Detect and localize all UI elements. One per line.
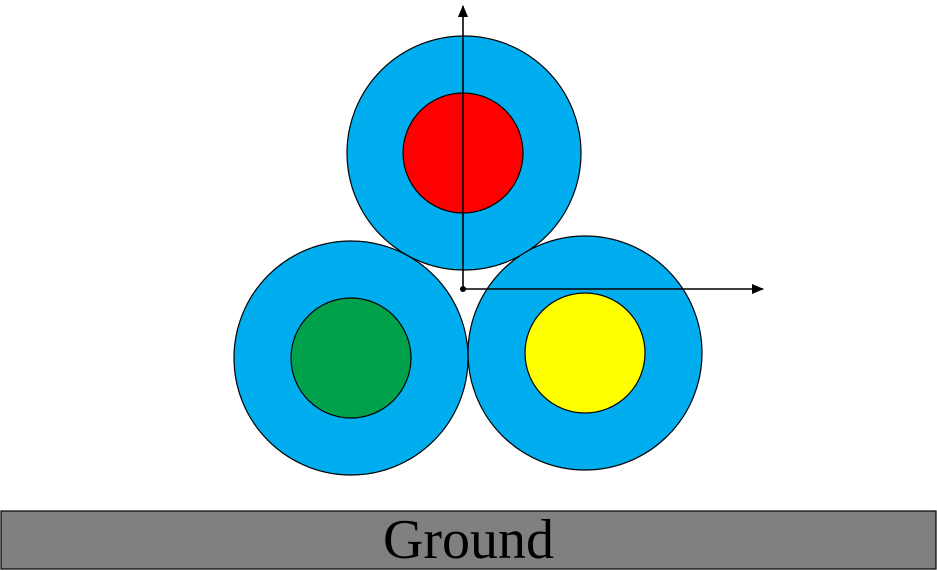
bottom-left-cable-conductor [290,297,412,419]
top-cable [346,35,582,271]
ground-bar [0,510,937,570]
ground: Ground [0,509,937,571]
ground-label: Ground [383,509,554,571]
bottom-right-cable-conductor [524,292,646,414]
bottom-right-cable [467,235,703,471]
bottom-left-cable [233,240,469,476]
axis-origin-dot [460,286,466,292]
